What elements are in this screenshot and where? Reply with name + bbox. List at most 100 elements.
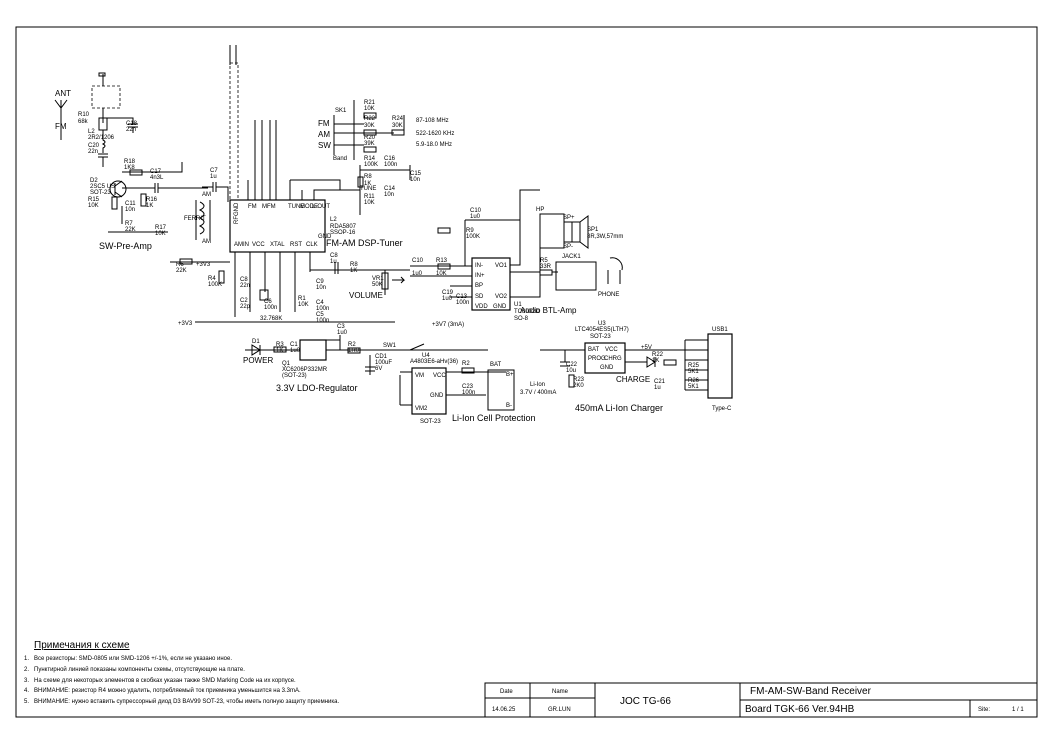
- svg-text:U4: U4: [422, 353, 430, 359]
- volume-label: VOLUME: [349, 291, 383, 300]
- svg-text:Q1: Q1: [282, 361, 291, 367]
- svg-text:100K: 100K: [208, 282, 222, 288]
- svg-text:RST: RST: [290, 242, 302, 248]
- svg-text:3.7V / 400mA: 3.7V / 400mA: [520, 390, 556, 396]
- svg-text:1 / 1: 1 / 1: [1012, 707, 1024, 713]
- svg-text:1R0: 1R0: [348, 348, 360, 354]
- svg-text:33R: 33R: [540, 264, 552, 270]
- svg-text:R17: R17: [155, 225, 167, 231]
- hp-connector: [539, 213, 565, 249]
- svg-text:R14: R14: [364, 156, 376, 162]
- svg-text:SOT-23: SOT-23: [90, 190, 111, 196]
- svg-text:R16: R16: [146, 197, 158, 203]
- svg-text:+5V: +5V: [641, 345, 652, 351]
- svg-text:SOT-23: SOT-23: [590, 334, 611, 340]
- model-label: JOC TG-66: [620, 696, 671, 707]
- svg-text:SO-8: SO-8: [514, 316, 529, 322]
- svg-text:C2: C2: [240, 298, 248, 304]
- svg-text:D1: D1: [252, 339, 260, 345]
- note-item: 4.ВНИМАНИЕ: резистор R4 можно удалить, п…: [24, 688, 301, 695]
- svg-text:Band: Band: [333, 156, 347, 162]
- svg-text:1K8: 1K8: [124, 165, 135, 171]
- svg-text:39K: 39K: [364, 141, 375, 147]
- svg-text:C17: C17: [150, 169, 162, 175]
- svg-text:VR1: VR1: [372, 276, 384, 282]
- svg-text:MFM: MFM: [262, 204, 276, 210]
- svg-text:22n: 22n: [88, 149, 98, 155]
- svg-text:BAT: BAT: [588, 347, 600, 353]
- svg-text:+3V7 (3mA): +3V7 (3mA): [432, 322, 464, 328]
- svg-text:A4803E6-aHv(36): A4803E6-aHv(36): [410, 359, 458, 365]
- svg-text:R20: R20: [364, 135, 376, 141]
- svg-text:LTC4054ES5(LTH7): LTC4054ES5(LTH7): [575, 327, 629, 333]
- svg-text:D2: D2: [90, 178, 98, 184]
- svg-text:SW: SW: [318, 141, 331, 150]
- svg-text:PROG: PROG: [588, 356, 606, 362]
- svg-text:GR.LUN: GR.LUN: [548, 707, 571, 713]
- board-label: Board TGK-66 Ver.94HB: [745, 704, 855, 715]
- tuner-chip: [229, 199, 326, 253]
- svg-text:GND: GND: [430, 393, 444, 399]
- svg-text:1u0: 1u0: [337, 330, 348, 336]
- svg-text:R6: R6: [176, 262, 184, 268]
- svg-text:R5: R5: [540, 258, 548, 264]
- svg-text:TUNE: TUNE: [288, 204, 304, 210]
- power-section: +3V3 D1 POWER R3 1K C1 1u0 Q1 XC6206P332…: [178, 321, 488, 393]
- svg-text:C7: C7: [210, 168, 218, 174]
- svg-text:BAT: BAT: [490, 362, 502, 368]
- usb-connector: [707, 333, 733, 399]
- tuner-section: RFGND FM MFM TUNE MODE L-OUT AMIN VCC XT…: [229, 120, 403, 253]
- svg-text:R8: R8: [364, 174, 372, 180]
- svg-text:5K1: 5K1: [688, 384, 699, 390]
- charger-label: 450mA Li-Ion Charger: [575, 403, 663, 413]
- svg-text:L2: L2: [88, 129, 95, 135]
- svg-text:BP: BP: [475, 283, 483, 289]
- svg-text:C11: C11: [125, 201, 136, 207]
- svg-text:C5: C5: [316, 312, 324, 318]
- svg-text:R18: R18: [124, 159, 136, 165]
- svg-text:C23: C23: [462, 384, 474, 390]
- svg-text:8R,3W,57mm: 8R,3W,57mm: [587, 234, 623, 240]
- svg-text:R1: R1: [298, 296, 306, 302]
- svg-text:10K: 10K: [364, 106, 375, 112]
- svg-text:VDD: VDD: [475, 304, 488, 310]
- svg-text:22p: 22p: [240, 304, 251, 310]
- svg-text:FM: FM: [318, 119, 330, 128]
- svg-text:SSOP-16: SSOP-16: [330, 230, 356, 236]
- svg-text:VO1: VO1: [495, 263, 508, 269]
- title-label: FM-AM-SW-Band Receiver: [750, 686, 872, 697]
- svg-text:R10: R10: [78, 112, 90, 118]
- svg-text:Date: Date: [500, 689, 513, 695]
- svg-text:L2: L2: [330, 217, 337, 223]
- svg-text:10n: 10n: [384, 192, 394, 198]
- svg-text:5.9-18.0 MHz: 5.9-18.0 MHz: [416, 142, 452, 148]
- svg-text:R3: R3: [276, 342, 284, 348]
- power-label: POWER: [243, 356, 273, 365]
- svg-text:FM: FM: [248, 204, 257, 210]
- svg-text:R22: R22: [364, 116, 376, 122]
- svg-text:XTAL: XTAL: [270, 242, 285, 248]
- svg-text:B-: B-: [506, 403, 512, 409]
- svg-text:30K: 30K: [392, 123, 403, 129]
- svg-text:+3V3: +3V3: [196, 262, 211, 268]
- svg-text:R22: R22: [652, 352, 664, 358]
- svg-text:6V: 6V: [375, 366, 382, 372]
- svg-text:RFGND: RFGND: [234, 202, 240, 224]
- svg-text:C8: C8: [240, 277, 248, 283]
- svg-text:SOT-23: SOT-23: [420, 419, 441, 425]
- svg-text:AMIN: AMIN: [234, 242, 249, 248]
- svg-text:10K: 10K: [88, 203, 99, 209]
- audio-amp-label: Audio BTL-Amp: [520, 306, 577, 315]
- svg-text:10n: 10n: [410, 177, 420, 183]
- svg-text:2SC5 US: 2SC5 US: [90, 184, 115, 190]
- svg-text:C10: C10: [412, 258, 424, 264]
- protection-section: U4 A4803E6-aHv(36) VM VCC GND VM2 SOT-23…: [399, 353, 556, 425]
- battery-holder: [487, 369, 515, 411]
- svg-text:R21: R21: [364, 100, 376, 106]
- svg-text:R26: R26: [688, 378, 700, 384]
- svg-text:10K: 10K: [298, 302, 309, 308]
- svg-text:TUNE: TUNE: [360, 186, 376, 192]
- svg-text:10n: 10n: [316, 285, 326, 291]
- svg-text:100K: 100K: [364, 162, 378, 168]
